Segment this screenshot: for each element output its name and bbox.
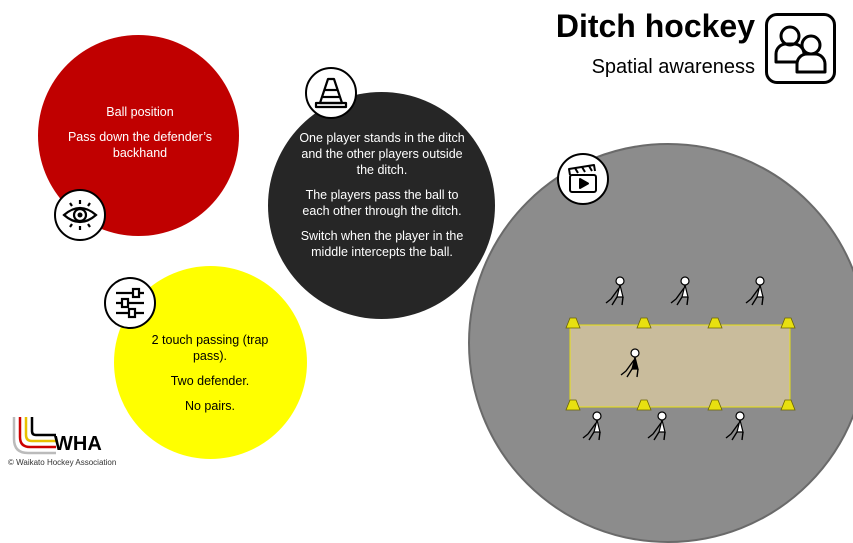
cone-marker bbox=[636, 399, 652, 411]
sliders-badge bbox=[104, 277, 156, 329]
eye-badge bbox=[54, 189, 106, 241]
passing-player bbox=[725, 411, 745, 441]
cone-marker bbox=[707, 399, 723, 411]
defender-player bbox=[620, 348, 640, 378]
eye-icon bbox=[62, 200, 98, 230]
logo-text: WHA bbox=[54, 433, 102, 455]
ball-position-text: Ball position Pass down the defender’s b… bbox=[55, 104, 225, 170]
passing-player bbox=[582, 411, 602, 441]
setup-text: One player stands in the ditch and the o… bbox=[292, 130, 472, 269]
cone-marker bbox=[565, 317, 581, 329]
passing-player bbox=[745, 276, 765, 306]
players-badge bbox=[765, 13, 836, 84]
ball-position-detail: Pass down the defender’s backhand bbox=[67, 130, 213, 160]
ditch-area bbox=[569, 324, 791, 408]
setup-line-2: The players pass the ball to each other … bbox=[302, 188, 462, 218]
cone-badge bbox=[305, 67, 357, 119]
cone-marker bbox=[707, 317, 723, 329]
variation-3: No pairs. bbox=[184, 399, 236, 413]
wha-logo: WHA bbox=[10, 415, 115, 464]
variations-text: 2 touch passing (trap pass). Two defende… bbox=[140, 332, 280, 423]
copyright-text: © Waikato Hockey Association bbox=[8, 458, 117, 467]
cone-marker bbox=[780, 317, 796, 329]
variation-2: Two defender. bbox=[170, 374, 250, 388]
cone-icon bbox=[314, 77, 348, 109]
cone-marker bbox=[636, 317, 652, 329]
passing-player bbox=[647, 411, 667, 441]
setup-card bbox=[268, 92, 495, 319]
variation-1: 2 touch passing (trap pass). bbox=[151, 333, 269, 363]
page-subtitle: Spatial awareness bbox=[591, 56, 755, 78]
cone-marker bbox=[565, 399, 581, 411]
page-title: Ditch hockey bbox=[555, 8, 755, 44]
passing-player bbox=[605, 276, 625, 306]
cone-marker bbox=[780, 399, 796, 411]
players-icon bbox=[774, 25, 827, 74]
video-badge[interactable] bbox=[557, 153, 609, 205]
ditch-diagram bbox=[565, 276, 796, 441]
passing-player bbox=[670, 276, 690, 306]
setup-line-3: Switch when the player in the middle int… bbox=[300, 229, 464, 259]
sliders-icon bbox=[116, 287, 144, 319]
clapper-icon bbox=[568, 164, 597, 193]
ball-position-heading: Ball position bbox=[106, 105, 174, 119]
setup-line-1: One player stands in the ditch and the o… bbox=[299, 131, 465, 177]
